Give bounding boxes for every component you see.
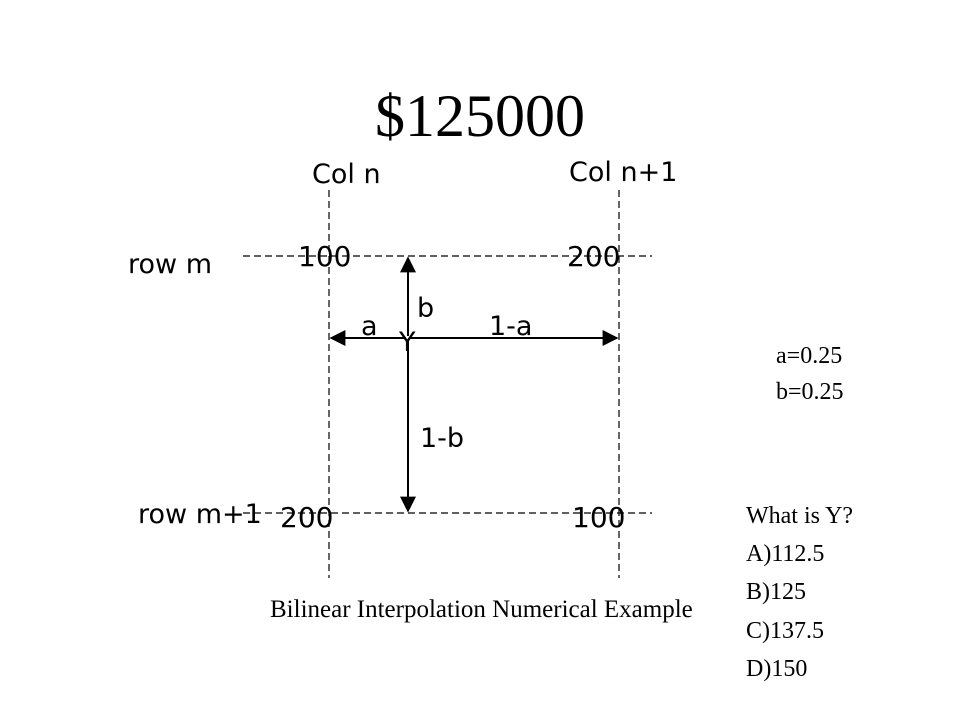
param-a: a=0.25	[776, 343, 843, 369]
question-prompt: What is Y?	[746, 503, 854, 529]
col-n1-label: Col n+1	[569, 157, 678, 188]
row-m1-label: row m+1	[138, 499, 262, 530]
offset-one-minus-a-label: 1-a	[489, 311, 533, 342]
col-n-label: Col n	[312, 159, 381, 190]
value-top-right: 200	[567, 240, 621, 273]
offset-a-label: a	[361, 311, 378, 342]
offset-one-minus-b-label: 1-b	[420, 423, 465, 454]
question-option-c: C)137.5	[746, 618, 824, 644]
point-y-label: Y	[399, 327, 416, 358]
value-top-left: 100	[298, 240, 352, 273]
question-option-d: D)150	[746, 656, 808, 682]
row-m-label: row m	[128, 249, 212, 280]
param-b: b=0.25	[776, 379, 844, 405]
offset-b-label: b	[417, 293, 435, 324]
value-bottom-left: 200	[280, 501, 334, 534]
diagram-caption: Bilinear Interpolation Numerical Example	[270, 596, 693, 623]
value-bottom-right: 100	[572, 501, 626, 534]
question-option-a: A)112.5	[746, 541, 825, 567]
page-title: $125000	[375, 83, 585, 149]
question-option-b: B)125	[746, 579, 806, 605]
